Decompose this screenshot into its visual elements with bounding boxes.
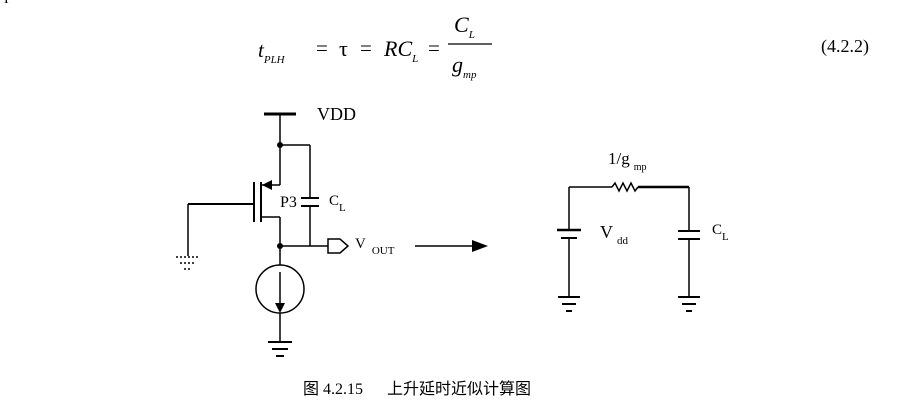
numerator-text: C xyxy=(454,12,469,37)
corner-mark: I xyxy=(4,0,9,8)
resistor-label-subscript: mp xyxy=(633,162,647,173)
numerator-subscript: L xyxy=(468,29,475,41)
cap-label-subscript: L xyxy=(339,202,346,214)
fraction-numerator: CL xyxy=(454,12,475,41)
rc-cap-label-text: C xyxy=(712,222,723,238)
left-circuit-marks xyxy=(262,142,285,313)
rc-cap-label-subscript: L xyxy=(722,231,729,243)
vdd-source-subscript: dd xyxy=(617,235,628,247)
figure-caption: 图 4.2.15 上升延时近似计算图 xyxy=(303,375,531,399)
vout-label-subscript: OUT xyxy=(371,245,395,257)
cap-label-text: C xyxy=(329,193,340,209)
vout-label-text: V xyxy=(355,236,366,252)
transistor-label: P3 xyxy=(279,194,298,212)
resistor-label-text: 1/g xyxy=(608,149,630,168)
vdd-source-text: V xyxy=(600,222,613,242)
vout-label: V OUT xyxy=(355,236,394,257)
current-arrow-head xyxy=(275,303,285,313)
equals-2: = xyxy=(360,36,372,60)
equals-1: = xyxy=(316,36,328,60)
equation-lhs: tPLH xyxy=(258,38,285,66)
top-node-dot xyxy=(277,142,283,148)
lhs-variable: t xyxy=(258,38,264,62)
tau-symbol: τ xyxy=(339,36,348,61)
fraction-denominator: gmp xyxy=(452,52,477,81)
figure-number: 图 4.2.15 xyxy=(303,381,364,398)
source-arrow xyxy=(262,180,272,190)
rc-text: RC xyxy=(384,36,413,61)
denominator-text: g xyxy=(452,52,463,77)
output-node-dot xyxy=(277,243,283,249)
rc-cap-label: CL xyxy=(712,222,729,243)
rc-term: RCL xyxy=(384,36,419,65)
resistor xyxy=(611,181,639,193)
right-circuit xyxy=(557,181,700,312)
vdd-label: VDD xyxy=(317,104,356,124)
cap-label: CL xyxy=(329,193,346,214)
equals-3: = xyxy=(428,36,440,60)
output-port xyxy=(327,238,350,254)
denominator-subscript: mp xyxy=(463,69,477,81)
equation-number: (4.2.2) xyxy=(821,36,869,56)
rc-subscript: L xyxy=(412,53,419,65)
figure-title: 上升延时近似计算图 xyxy=(387,381,532,398)
transform-arrow-head xyxy=(472,240,488,252)
left-circuit xyxy=(176,112,350,357)
lhs-subscript: PLH xyxy=(263,54,285,66)
